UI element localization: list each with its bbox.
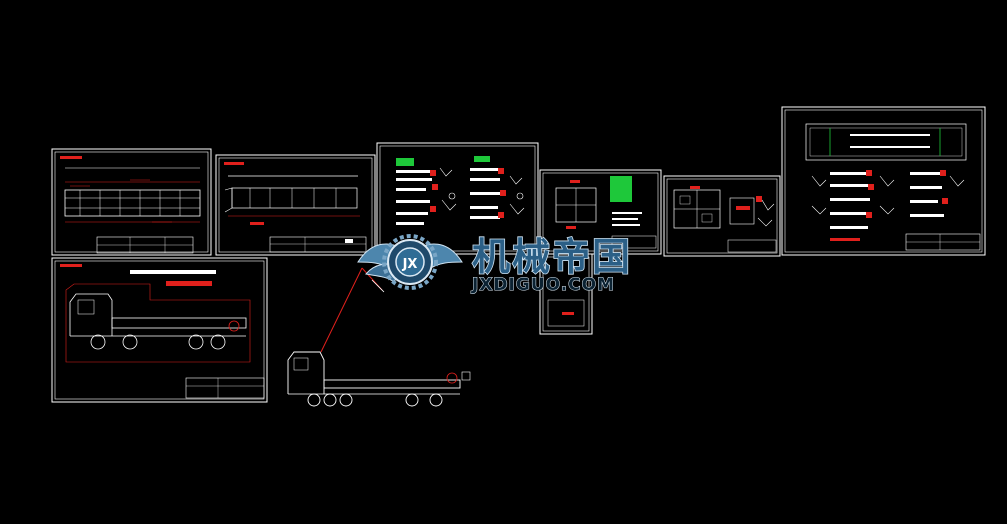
truck-model-drawing[interactable] <box>287 267 471 407</box>
truck-cab-model <box>287 351 325 394</box>
wheels-model <box>307 393 443 407</box>
wheels-general <box>90 334 226 350</box>
watermark-logo-letters: JX <box>402 257 418 272</box>
watermark-title: 机械帝国 <box>472 235 632 279</box>
drawing-sheet-parts-detail-b[interactable] <box>539 169 662 335</box>
drawing-sheet-general-layout[interactable] <box>51 257 268 403</box>
watermark: JX 机械帝国 JXDIGUO.COM <box>357 234 632 296</box>
drawing-sheet-parts-detail-a[interactable] <box>376 142 539 255</box>
gear-wings-jx-logo <box>357 234 463 290</box>
drawing-sheet-crossbeam-detail[interactable] <box>663 175 781 257</box>
truck-cab-general <box>69 293 113 336</box>
watermark-domain: JXDIGUO.COM <box>471 275 615 295</box>
drawing-sheet-frame-plan[interactable] <box>51 148 212 256</box>
drawing-sheet-frame-side[interactable] <box>215 154 376 256</box>
drawing-sheet-parts-detail-c[interactable] <box>781 106 986 256</box>
